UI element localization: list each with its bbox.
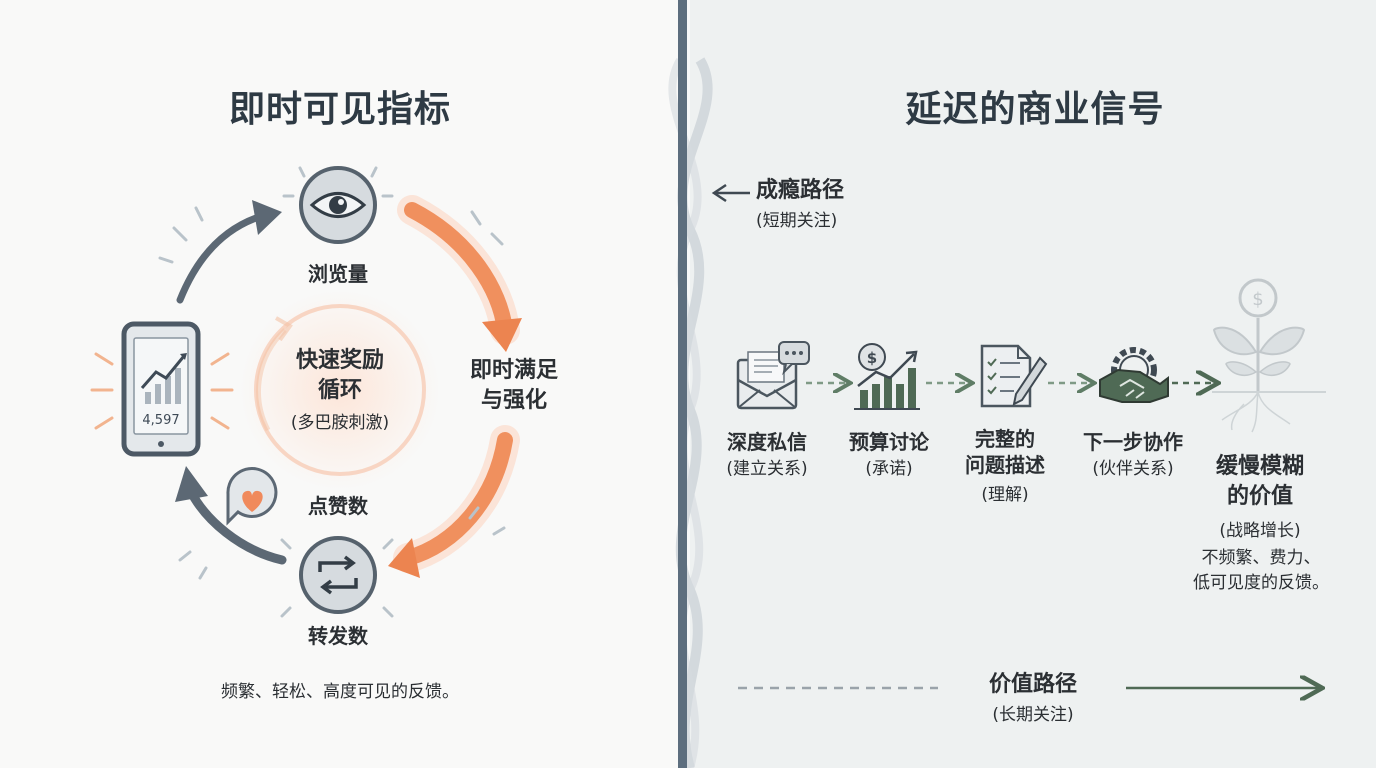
retweet-icon (299, 536, 377, 614)
value-note: 不频繁、费力、 低可见度的反馈。 (1176, 546, 1346, 595)
step-label-next: 下一步协作 (1083, 430, 1183, 454)
svg-text:$: $ (867, 349, 877, 367)
addiction-path-sub: (短期关注) (756, 211, 838, 231)
left-title: 即时可见指标 (228, 89, 451, 130)
gray-arrow-top (176, 200, 282, 304)
phone-metric-value: 4,597 (142, 413, 179, 428)
phone-icon (121, 321, 201, 457)
step-label-problem: 完整的 问题描述 (950, 426, 1060, 478)
loop-title: 快速奖励 循环 (278, 346, 402, 405)
value-title-line2: 的价值 (1226, 483, 1293, 509)
svg-text:$: $ (1252, 289, 1263, 310)
loop-title-line2: 循环 (317, 377, 362, 403)
value-subtitle: (战略增长) (1219, 521, 1301, 541)
envelope-chat-icon (736, 341, 810, 410)
views-label: 浏览量 (308, 262, 368, 286)
step-sub-problem: (理解) (981, 485, 1029, 505)
loop-subtitle: (多巴胺刺激) (290, 413, 390, 433)
loop-title-line1: 快速奖励 (295, 348, 384, 373)
instant-label-line2: 与强化 (480, 387, 547, 413)
orange-arrow-top (397, 195, 522, 352)
left-footer-note: 频繁、轻松、高度可见的反馈。 (221, 682, 459, 702)
step-label-problem-line2: 问题描述 (965, 453, 1045, 477)
value-title-line1: 缓慢模糊 (1215, 454, 1304, 479)
value-title: 缓慢模糊 的价值 (1200, 452, 1320, 511)
step-label-dm: 深度私信 (727, 430, 807, 454)
instant-gratification-label: 即时满足 与强化 (456, 356, 572, 415)
sparkle-lines (158, 166, 506, 618)
value-path-label: 价值路径 (988, 672, 1077, 697)
value-note-line1: 不频繁、费力、 (1201, 548, 1321, 568)
likes-label: 点赞数 (308, 494, 368, 518)
growth-chart-dollar-icon: $ (854, 343, 920, 410)
value-path-sub: (长期关注) (992, 705, 1074, 725)
step-sub-budget: (承诺) (865, 459, 913, 479)
plant-dollar-icon: $ (1212, 278, 1326, 433)
panel-divider (678, 0, 687, 768)
heart-bubble-icon (226, 467, 278, 526)
step-sub-next: (伙伴关系) (1092, 459, 1174, 479)
value-note-line2: 低可见度的反馈。 (1193, 572, 1329, 593)
step-sub-dm: (建立关系) (726, 459, 808, 479)
phone-sparkles (90, 352, 234, 430)
reward-loop-glow (240, 290, 440, 490)
shares-label: 转发数 (308, 624, 368, 648)
step-label-problem-line1: 完整的 (975, 427, 1035, 451)
addiction-path-label: 成瘾路径 (756, 178, 845, 203)
handshake-gear-icon (1099, 347, 1169, 403)
gray-arrow-bottom (175, 466, 287, 565)
right-title: 延迟的商业信号 (905, 89, 1165, 130)
step-label-budget: 预算讨论 (849, 430, 929, 454)
instant-label-line1: 即时满足 (469, 358, 558, 383)
document-pen-icon (980, 344, 1048, 408)
addiction-path-arrow (711, 183, 750, 203)
eye-icon (299, 166, 377, 244)
